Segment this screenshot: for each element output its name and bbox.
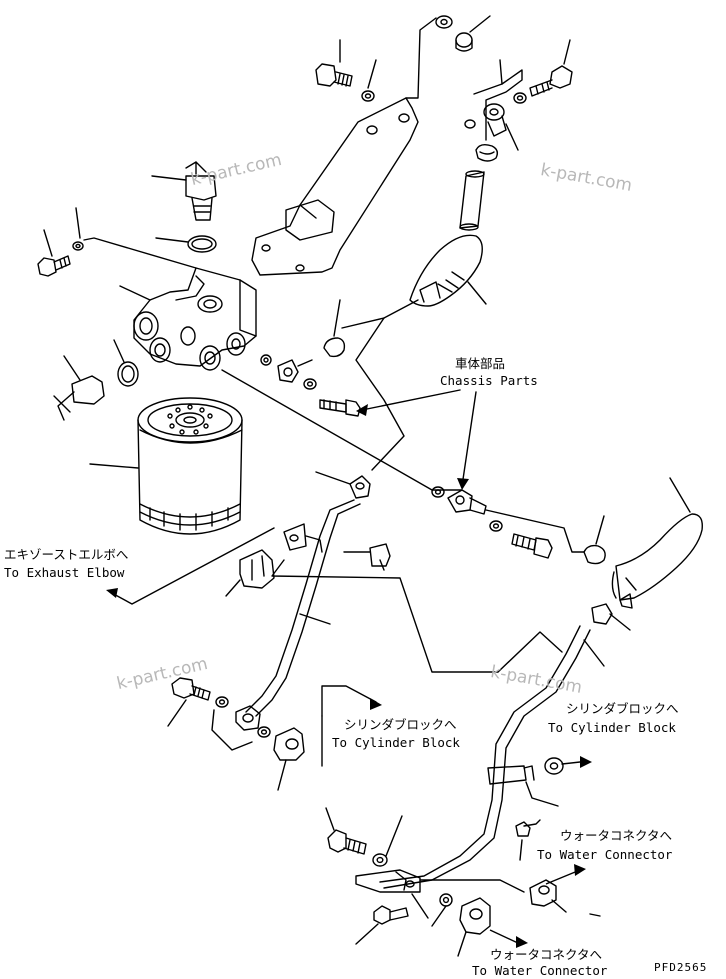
banjo-fitting-left-lower (235, 705, 261, 731)
bolt-left-upper (37, 229, 71, 277)
label-cylinder-block-left-en: To Cylinder Block (332, 735, 460, 750)
bolt-elbow (343, 543, 391, 571)
filter-head (119, 267, 433, 491)
bolt-left-lower (167, 677, 211, 727)
washer-right (544, 757, 581, 775)
hose-clamp-right (583, 515, 606, 565)
bolt-top-left (315, 39, 353, 87)
label-chassis-jp: 車体部品 (455, 356, 506, 371)
label-water-connector-right-jp: ウォータコネクタへ (560, 828, 673, 843)
washer-top-left (361, 59, 377, 102)
connector-lines-center (431, 489, 585, 553)
clamp-left (225, 549, 275, 597)
sensor-plug (53, 355, 105, 421)
connector-lines-right (497, 631, 563, 807)
nut-right (591, 603, 631, 631)
pipe-left (245, 499, 361, 717)
connector-lines-left (211, 685, 377, 767)
washer-left-upper (72, 207, 197, 269)
bolt-bottom-left (325, 807, 367, 855)
label-cylinder-block-right-en: To Cylinder Block (548, 720, 676, 735)
label-exhaust-jp: エキゾーストエルボへ (4, 547, 129, 562)
bolt-center (511, 533, 553, 559)
label-water-connector-bottom-en: To Water Connector (472, 963, 608, 978)
small-bracket-top-right (473, 59, 523, 141)
clip-right (487, 765, 535, 785)
hose-clamp-top (475, 143, 499, 162)
fitting-cylinder-block-left (273, 727, 305, 791)
fuel-hose-upper (383, 234, 487, 319)
clip-bottom (355, 869, 421, 893)
washer-top-right (464, 92, 527, 129)
washer-bottom-left (372, 815, 403, 867)
fitting-water-connector-bottom (457, 897, 491, 957)
label-water-connector-bottom-jp: ウォータコネクタへ (490, 947, 603, 962)
o-ring-side (113, 339, 139, 387)
washer-left-lower-1 (215, 696, 229, 708)
fitting-water-connector-right (529, 879, 567, 913)
fuel-filter-cartridge (89, 397, 243, 535)
banjo-fitting-top (483, 103, 519, 151)
drain-valve-top (151, 161, 217, 221)
washer-filter-head-right (260, 354, 272, 366)
nut-top (435, 15, 491, 52)
hose-short (459, 170, 485, 231)
washer-center (431, 486, 445, 498)
upper-bracket (251, 17, 437, 276)
banjo-fitting-mid (277, 359, 313, 383)
washer-bottom (431, 893, 453, 927)
exhaust-elbow-leader (109, 527, 499, 673)
connector-lines-bottom (411, 879, 601, 919)
bolt-right-mid (515, 819, 541, 861)
banjo-fitting-center (447, 489, 487, 515)
washer-mid (303, 378, 317, 390)
bolt-top-right (529, 39, 573, 97)
bolt-bottom (355, 905, 409, 945)
hose-clamp-mid (323, 299, 405, 471)
washer-left-lower-2 (257, 726, 271, 738)
fuel-hose-right (611, 477, 703, 609)
label-exhaust-en: To Exhaust Elbow (4, 565, 125, 580)
nut-elbow (315, 471, 371, 499)
label-arrows (489, 869, 581, 945)
label-water-connector-right-en: To Water Connector (537, 847, 673, 862)
o-ring-top (155, 235, 217, 253)
washer-center-right (489, 520, 503, 532)
diagram-code: PFD2565 (654, 961, 708, 974)
bolt-mid (319, 399, 361, 417)
chassis-leader-lines (361, 389, 477, 487)
clip-left (283, 523, 323, 553)
label-chassis-en: Chassis Parts (440, 373, 538, 388)
pipe-right (379, 625, 605, 889)
label-cylinder-block-right-jp: シリンダブロックへ (566, 701, 679, 716)
label-cylinder-block-left-jp: シリンダブロックへ (344, 717, 457, 732)
